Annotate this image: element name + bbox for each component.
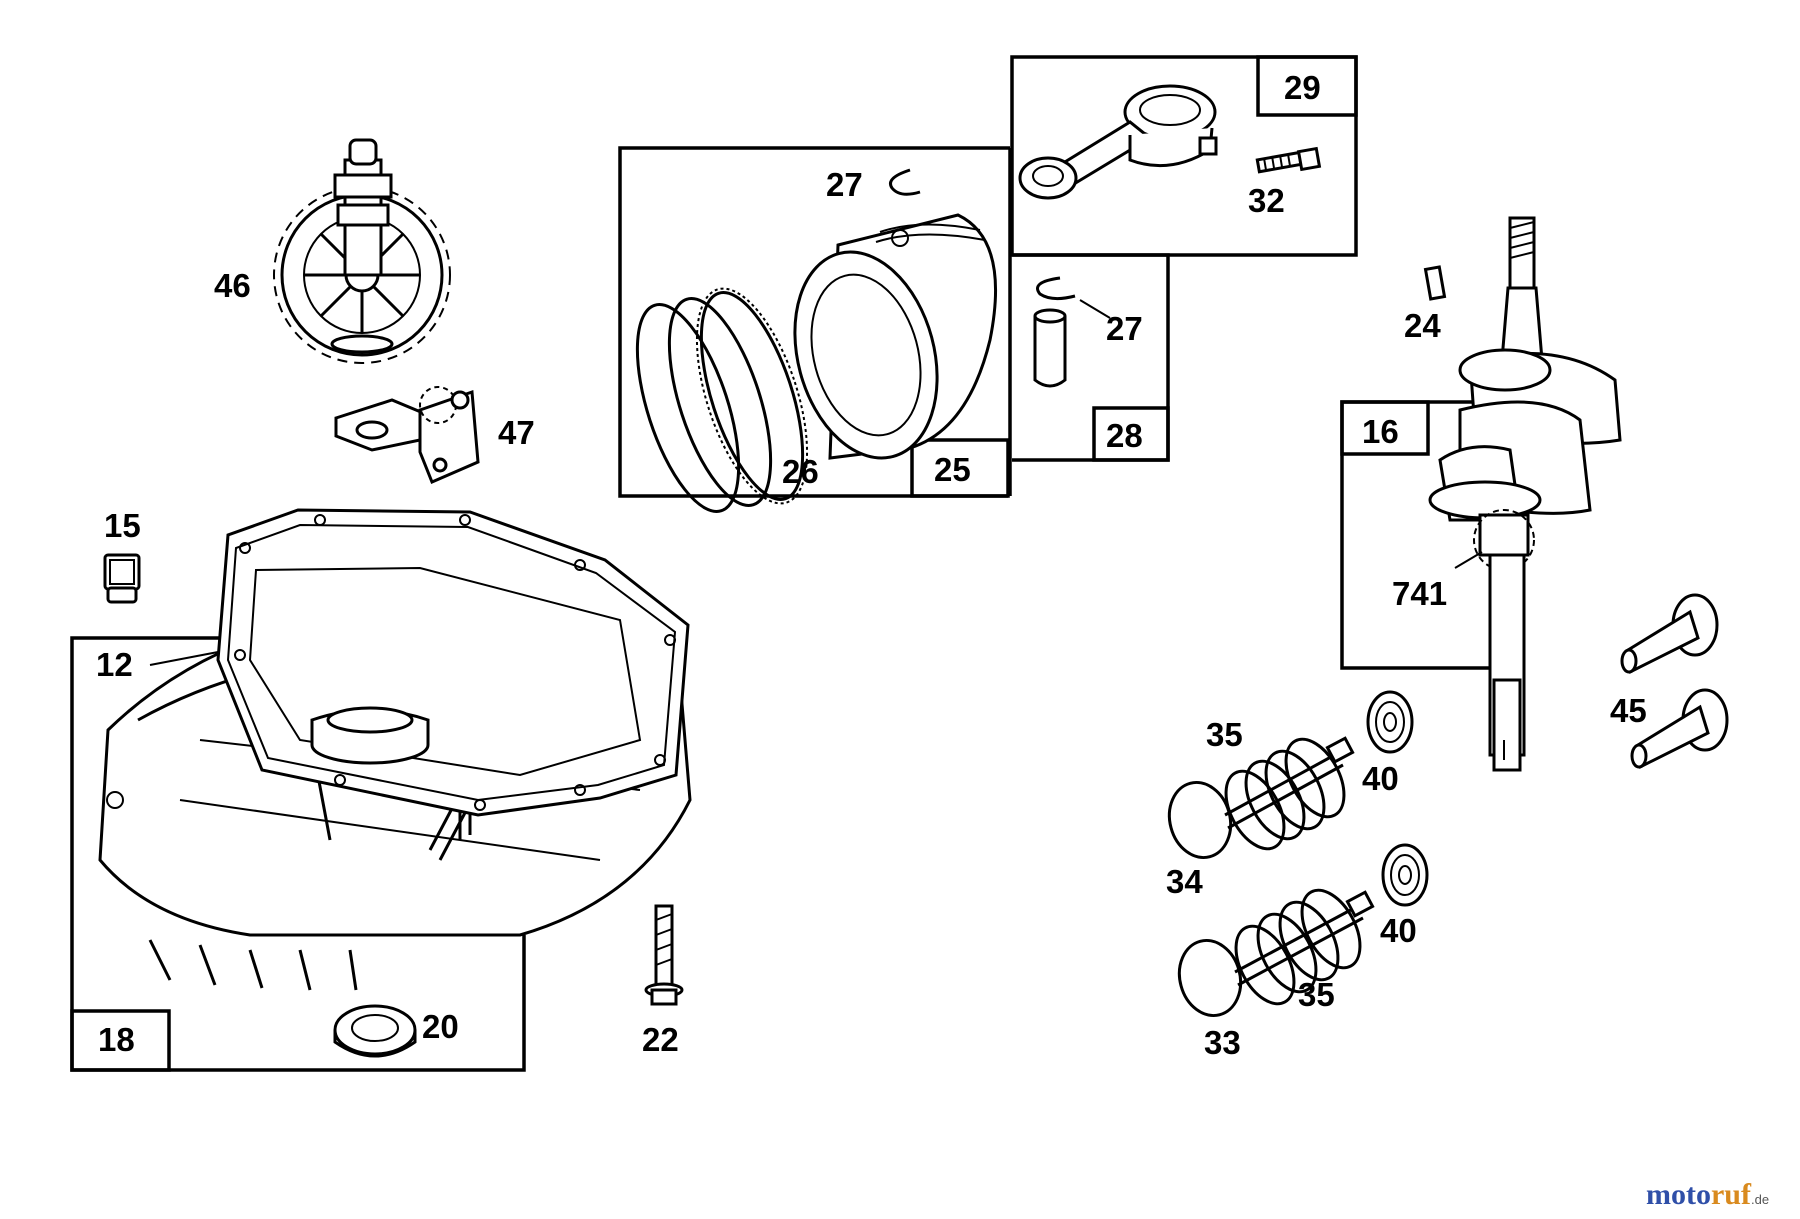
label-45: 45: [1610, 692, 1647, 729]
wrist-pin-part: [1033, 308, 1067, 388]
kit-box-conrod-29: [1010, 55, 1358, 257]
label-35b: 35: [1298, 976, 1335, 1013]
piston-ring-set-part: [635, 287, 809, 513]
valve-33-part: [1177, 890, 1375, 1018]
camshaft-gear-part: [273, 138, 451, 364]
label-47: 47: [498, 414, 535, 451]
leader-line-741: [1454, 551, 1483, 569]
label-16: 16: [1362, 413, 1399, 450]
label-26: 26: [782, 453, 819, 490]
piston-part: [793, 213, 997, 460]
oil-plug-part: [103, 553, 141, 604]
crank-key-part: [1423, 265, 1447, 301]
label-20: 20: [422, 1008, 459, 1045]
sump-crankcase-part: [98, 508, 692, 991]
label-24: 24: [1404, 307, 1441, 344]
valve-34-part: [1167, 736, 1355, 860]
valve-spring-35b-part: [1234, 888, 1362, 1006]
label-29: 29: [1284, 69, 1321, 106]
connecting-rod-part: [1018, 84, 1218, 200]
label-34: 34: [1166, 863, 1203, 900]
label-40b: 40: [1380, 912, 1417, 949]
valve-retainer-40b-part: [1381, 843, 1429, 907]
label-28: 28: [1106, 417, 1143, 454]
label-18: 18: [98, 1021, 135, 1058]
valve-retainer-40a-part: [1366, 690, 1414, 754]
kit-box-pin-28: [1012, 253, 1170, 462]
kit-box-crankshaft-16: [1340, 400, 1498, 670]
label-741: 741: [1392, 575, 1447, 612]
conrod-bolt-part: [1255, 146, 1322, 174]
label-25: 25: [934, 451, 971, 488]
circlip-27b-part: [1036, 276, 1076, 301]
label-35a: 35: [1206, 716, 1243, 753]
crankshaft-part: [1428, 216, 1622, 772]
watermark-logo: motoruf.de: [1646, 1178, 1769, 1211]
governor-part: [334, 386, 480, 484]
watermark-part2: ruf: [1711, 1178, 1752, 1211]
valve-spring-35a-part: [1224, 737, 1346, 851]
oil-seal-part: [333, 1004, 417, 1058]
tappet-lower-part: [1630, 688, 1729, 769]
leader-line-12: [149, 651, 219, 666]
watermark-part1: moto: [1646, 1178, 1711, 1211]
circlip-27a-part: [889, 168, 921, 196]
tappet-upper-part: [1620, 593, 1719, 674]
label-33: 33: [1204, 1024, 1241, 1061]
label-32: 32: [1248, 182, 1285, 219]
label-40a: 40: [1362, 760, 1399, 797]
leader-line-27b: [1079, 299, 1111, 319]
label-27b: 27: [1106, 310, 1143, 347]
label-22: 22: [642, 1021, 679, 1058]
bolt-part: [644, 904, 684, 1006]
kit-box-sump-18: [70, 636, 526, 1072]
kit-box-piston-25: [618, 146, 1012, 498]
label-27a: 27: [826, 166, 863, 203]
label-15: 15: [104, 507, 141, 544]
svg-text:motoruf.de: motoruf.de: [1646, 1178, 1769, 1211]
watermark-part3: .de: [1751, 1192, 1769, 1207]
label-46: 46: [214, 267, 251, 304]
label-12: 12: [96, 646, 133, 683]
